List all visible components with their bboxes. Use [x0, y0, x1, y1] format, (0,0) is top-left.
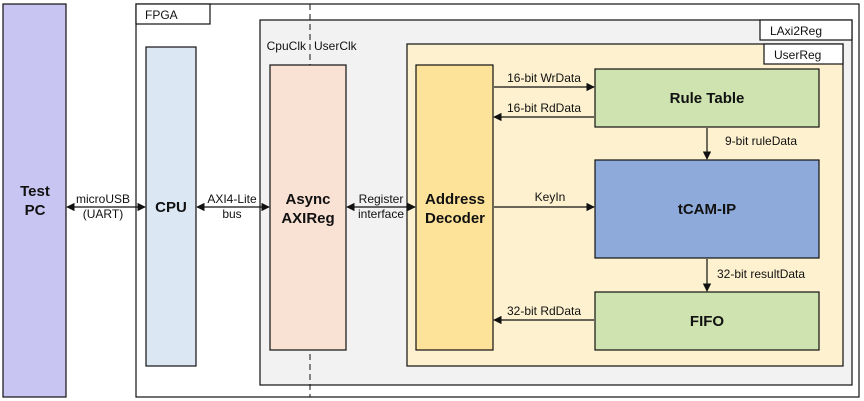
userreg-label: UserReg: [774, 48, 821, 62]
address-decoder-block: [415, 64, 494, 351]
test-pc-label-line1: Test: [20, 183, 50, 200]
resultdata-label: 32-bit resultData: [717, 267, 805, 281]
axi4lite-label-line2: bus: [222, 207, 241, 221]
fpga-label-box: [135, 3, 211, 25]
cpuclk-label: CpuClk: [267, 39, 307, 53]
tcam-ip-label: tCAM-IP: [678, 201, 736, 218]
laxi2reg-label: LAxi2Reg: [770, 24, 822, 38]
laxi2reg-label-box: [759, 19, 853, 41]
rddata16-label: 16-bit RdData: [507, 101, 581, 115]
cpu-label: CPU: [155, 199, 187, 216]
keyin-label: KeyIn: [535, 190, 566, 204]
microusb-label-line2: (UART): [83, 207, 123, 221]
fifo-block: [594, 291, 820, 351]
fpga-label: FPGA: [145, 8, 178, 22]
ruledata-label: 9-bit ruleData: [725, 134, 797, 148]
async-axireg-label-line2: AXIReg: [281, 210, 334, 227]
test-pc-label-line2: PC: [25, 202, 46, 219]
tcam-ip-block: [594, 159, 820, 259]
cpu-block: [145, 46, 197, 367]
userreg-label-box: [763, 43, 844, 65]
async-axireg-label-line1: Async: [285, 191, 330, 208]
address-decoder-label-line1: Address: [425, 191, 485, 208]
test-pc-block: [2, 3, 67, 398]
wrdata-label: 16-bit WrData: [507, 71, 581, 85]
rddata32-label: 32-bit RdData: [507, 304, 581, 318]
microusb-label-line1: microUSB: [76, 192, 130, 206]
rule-table-label: Rule Table: [670, 90, 745, 107]
register-interface-label-line2: interface: [358, 207, 404, 221]
async-axireg-block: [269, 64, 347, 351]
register-interface-label-line1: Register: [359, 192, 404, 206]
fifo-label: FIFO: [690, 313, 724, 330]
userclk-label: UserClk: [314, 39, 358, 53]
axi4lite-label-line1: AXI4-Lite: [207, 192, 257, 206]
address-decoder-label-line2: Decoder: [425, 210, 485, 227]
rule-table-block: [594, 68, 820, 128]
